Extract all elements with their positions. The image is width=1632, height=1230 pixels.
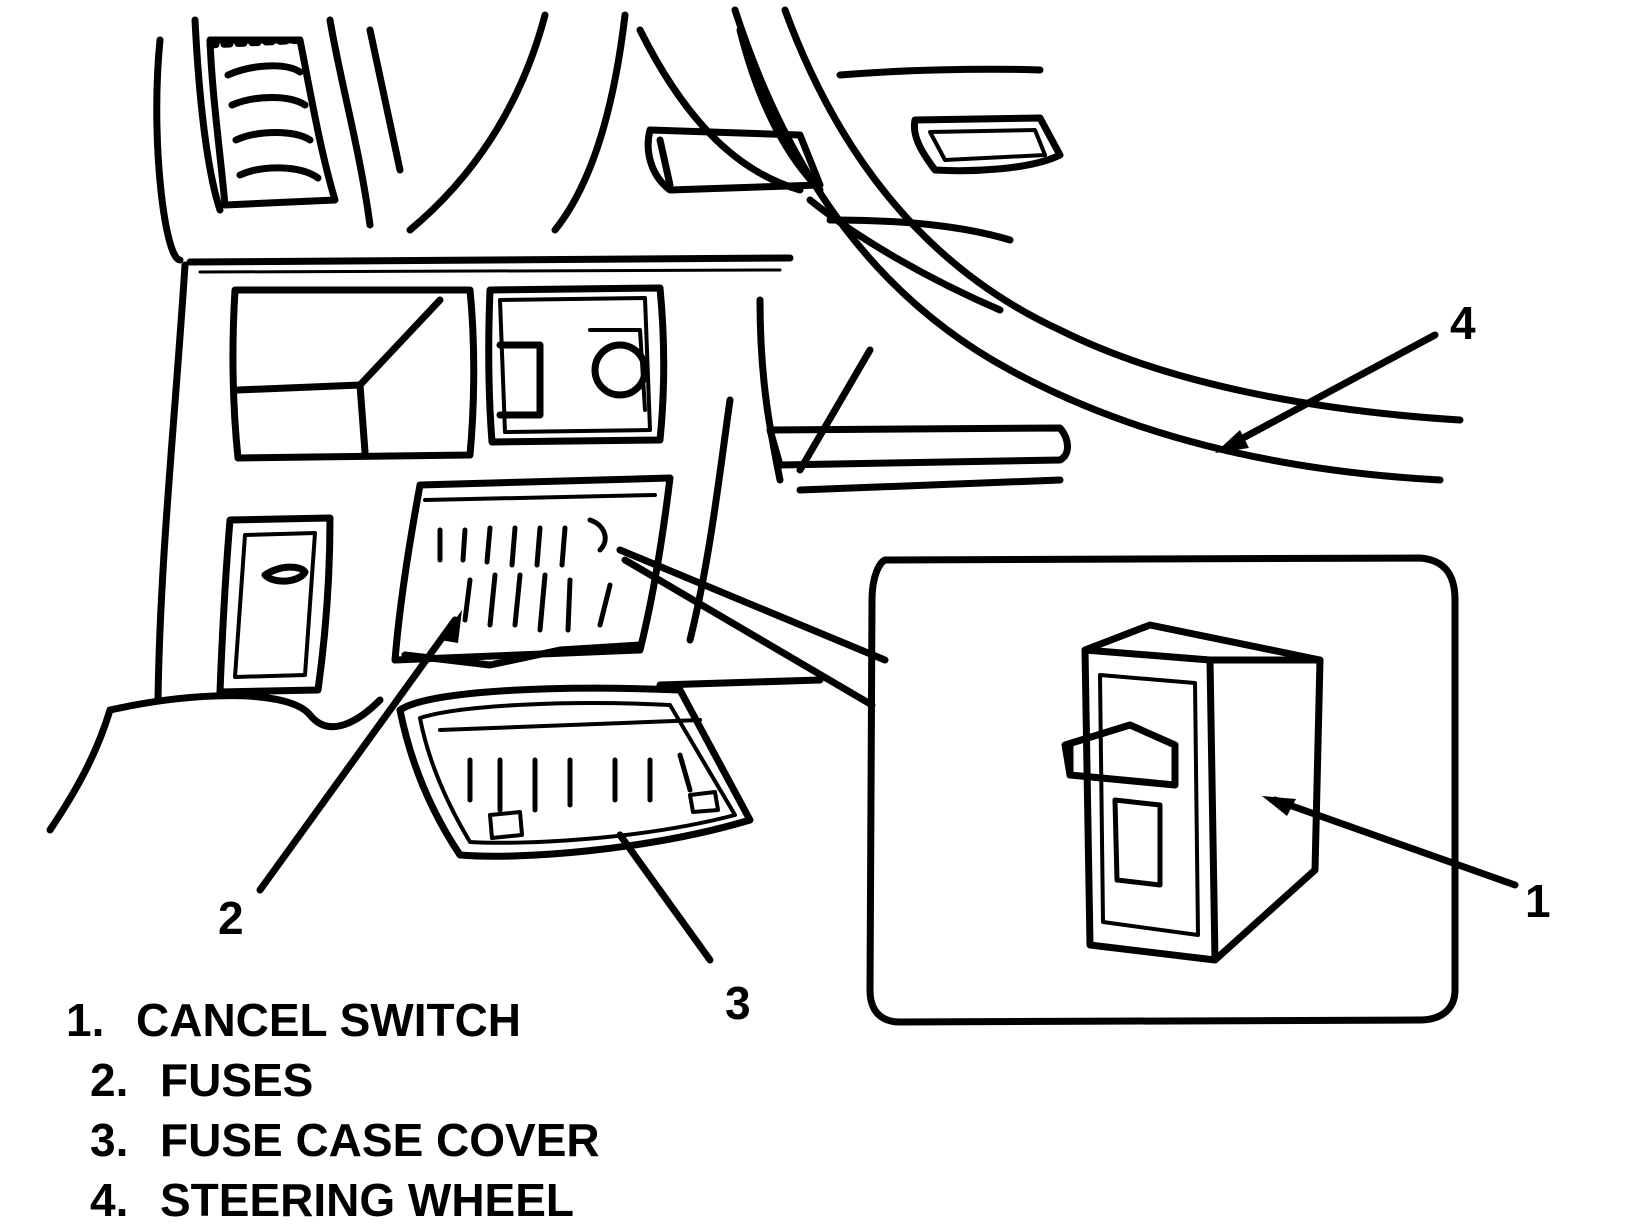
legend-item-4: 4. STEERING WHEEL [66,1170,600,1230]
vent-louver-4 [236,164,322,182]
dash-left-edge [154,261,189,704]
fuse-4 [509,525,518,568]
dash-shelf [186,254,794,266]
fuse-row2-6 [597,582,613,628]
fuse-case-cover-ridge [438,718,702,732]
column-block [644,126,824,194]
column-right-line [836,65,1044,79]
switch-panel-left [229,286,478,462]
switch-body-side [1206,656,1324,964]
upper-switch-slot-inner [928,128,1047,162]
callout-label-3: 3 [725,977,751,1029]
knee-panel [766,424,1071,469]
upper-switch-slot [910,114,1064,175]
legend: 1. CANCEL SWITCH 2. FUSES 3. FUSE CASE COVE… [66,990,600,1230]
legend-number: 2. [90,1054,129,1106]
callout-label-4: 4 [1450,297,1476,349]
leader-line-2 [256,616,459,894]
dimmer-knob [591,341,649,399]
fuse-case-cover-inner [418,701,737,845]
fuse-row2-2 [487,572,498,628]
knee-panel-diagonal [796,346,874,474]
pointer-inset-bottom [621,556,876,709]
fuse-box-bottom [401,641,644,669]
fuse-row2-5 [565,577,573,633]
vent-frame [206,36,339,209]
legend-label: FUSES [160,1054,314,1106]
legend-item-3: 3. FUSE CASE COVER [66,1110,600,1170]
callout-label-2: 2 [218,892,244,944]
legend-label: STEERING WHEEL [160,1174,575,1226]
legend-item-1: 1. CANCEL SWITCH [66,990,600,1050]
lower-left-slot [261,563,309,585]
switch-panel-right-slot [496,341,544,419]
fuse-5 [534,525,543,568]
fuse-case-cover-tabs [467,752,693,813]
switch-panel-right [485,284,668,446]
dash-vertical-2 [366,26,404,174]
fuse-row2-4 [537,572,548,633]
dash-lower-right [656,676,824,689]
switch-panel-right-inner [498,296,652,434]
switch-panel-left-split [234,381,369,456]
arrow-head-1 [1262,796,1296,816]
fuse-row2-1 [462,577,473,623]
dash-left-curve-outer [153,36,184,264]
dash-curve-top-2 [551,11,629,234]
switch-panel-left-diagonal [356,296,444,389]
switch-rocker [1061,721,1179,789]
legend-number: 3. [90,1114,129,1166]
lower-left-panel [216,514,334,696]
fuse-2 [460,527,468,563]
legend-item-2: 2. FUSES [66,1050,600,1110]
fuse-case-cover-clip-right [688,790,720,814]
leader-line-1 [1271,796,1519,889]
steering-wheel-rim-outer [731,6,1444,484]
knee-lower-line [796,476,1064,494]
vent-louver-1 [224,62,304,79]
dash-center-line [826,216,1014,244]
dash-right-vertical [686,396,734,644]
dash-lower-contour [106,692,384,731]
vent-louver-2 [228,94,309,109]
fuse-box-opening-inner [423,493,657,502]
legend-label: CANCEL SWITCH [136,994,522,1046]
dash-lower-curve [46,706,114,834]
switch-slot [1112,797,1163,888]
vent-top-line [206,36,309,49]
switch-bezel-inner [1098,673,1200,937]
inset-frame [866,554,1459,1026]
fuse-box-opening [391,474,674,664]
dimmer-knob-base [588,328,647,412]
legend-number: 4. [90,1174,129,1226]
callout-label-1: 1 [1525,875,1551,927]
dash-left-curve-inner [191,16,224,214]
fuse-6 [559,525,568,568]
pointer-inset-top [616,546,889,664]
leader-line-4 [1226,331,1439,449]
fuse-7 [587,517,608,553]
dash-shelf-lower [198,268,782,274]
lower-left-panel-inner [233,531,317,679]
leader-line-3 [616,831,714,964]
steering-wheel-spoke [806,196,1004,314]
legend-label: FUSE CASE COVER [160,1114,600,1166]
fuse-case-cover-outer [396,684,754,860]
fuse-case-cover-clip-left [488,810,524,840]
fuse-row2-3 [512,572,523,628]
legend-number: 1. [66,994,105,1046]
column-block-shade [656,136,674,189]
fuse-3 [484,525,493,565]
arrow-head-4 [1215,430,1249,453]
dash-vertical-1 [326,16,374,229]
arrow-head-2 [440,610,462,643]
dash-curve-top [406,11,549,234]
vent-louver-3 [232,129,314,144]
